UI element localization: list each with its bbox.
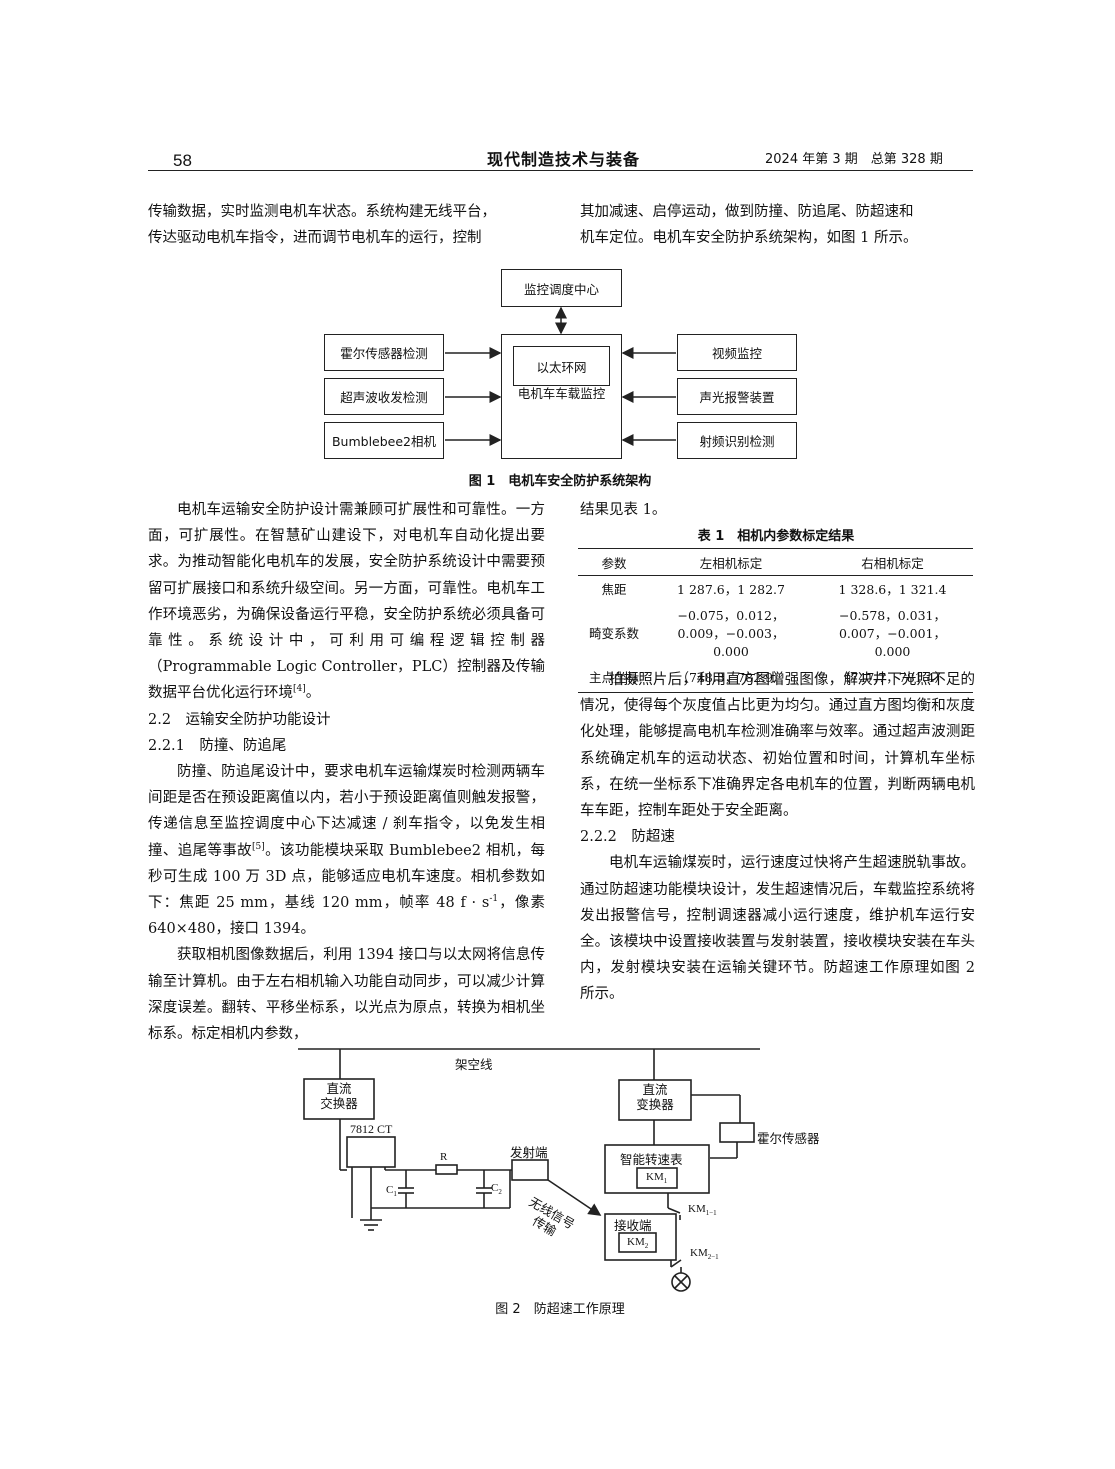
dc-converter-right: 直流 变换器	[636, 1082, 674, 1112]
km1-label: KM1	[646, 1171, 667, 1185]
subsection-heading: 2.2.1 防撞、防追尾	[148, 737, 287, 754]
ethernet-ring-box: 以太环网	[513, 346, 610, 386]
paragraph: 电机车运输安全防护设计需兼顾可扩展性和可靠性。一方面，可扩展性。在智慧矿山建设下…	[148, 497, 545, 707]
table-cell: −0.075，0.012，0.009，−0.003，0.000	[677, 608, 785, 659]
text-line: 传输数据，实时监测电机车状态。系统构建无线平台，	[148, 204, 496, 220]
paragraph: 电机车运输煤炭时，运行速度过快将产生超速脱轨事故。通过防超速功能模块设计，发生超…	[580, 855, 975, 1003]
figure-2-caption: 图 2 防超速工作原理	[495, 1302, 625, 1317]
table-cell: 畸变系数	[588, 626, 639, 641]
table-row: 畸变系数 −0.075，0.012，0.009，−0.003，0.000 −0.…	[578, 604, 973, 664]
paragraph-text: 。	[305, 685, 321, 702]
km21-label: KM2−1	[690, 1247, 719, 1261]
onboard-monitor-label: 电机车车载监控	[517, 386, 606, 401]
rfid-box: 射频识别检测	[677, 422, 797, 459]
paragraph: 拍摄照片后，利用直方图增强图像，解决井下光照不足的情况，使得每个灰度值占比更为均…	[580, 672, 975, 820]
dc-converter-left: 直流 交换器	[320, 1081, 358, 1111]
table-header: 参数	[578, 548, 650, 576]
km2-text: KM	[627, 1236, 645, 1248]
paragraph: 获取相机图像数据后，利用 1394 接口与以太网将信息传输至计算机。由于左右相机…	[148, 947, 545, 1043]
alarm-box: 声光报警装置	[677, 378, 797, 415]
c2-text: C	[491, 1182, 499, 1194]
camera-box: Bumblebee2相机	[324, 422, 444, 459]
text-line: 其加减速、启停运动，做到防撞、防追尾、防超速和	[580, 204, 914, 220]
text-line: 传达驱动电机车指令，进而调节电机车的运行，控制	[148, 230, 482, 247]
overhead-line-label: 架空线	[455, 1057, 493, 1072]
hall-sensor-box: 霍尔传感器检测	[324, 334, 444, 371]
km2-label: KM2	[627, 1236, 648, 1250]
km11-label: KM1−1	[688, 1203, 717, 1217]
table-cell: 主点坐标	[578, 664, 650, 693]
table-cell: 1 287.6，1 282.7	[677, 582, 785, 597]
transmitter-label: 发射端	[510, 1145, 548, 1160]
table-1: 表 1 相机内参数标定结果 参数 左相机标定 右相机标定 焦距 1 287.6，…	[578, 525, 974, 693]
top-left-text: 传输数据，实时监测电机车状态。系统构建无线平台， 传达驱动电机车指令，进而调节电…	[148, 199, 545, 251]
table-cell: 焦距	[601, 582, 627, 597]
header-rule	[148, 170, 973, 171]
capacitor-c1-label: C1	[386, 1184, 397, 1198]
issue-info: 2024 年第 3 期 总第 328 期	[765, 152, 943, 167]
table-row: 焦距 1 287.6，1 282.7 1 328.6，1 321.4	[578, 576, 973, 605]
citation: [5]	[252, 841, 265, 852]
regulator-label: 7812 CT	[350, 1122, 393, 1136]
receiver-label: 接收端	[614, 1218, 652, 1233]
left-column: 电机车运输安全防护设计需兼顾可扩展性和可靠性。一方面，可扩展性。在智慧矿山建设下…	[148, 497, 545, 1047]
video-monitor-box: 视频监控	[677, 334, 797, 371]
km1-sub: 1	[663, 1177, 668, 1186]
c2-sub: 2	[498, 1188, 502, 1197]
c1-sub: 1	[393, 1190, 397, 1199]
km2-sub: 2	[644, 1242, 649, 1251]
section-heading: 2.2 运输安全防护功能设计	[148, 711, 331, 728]
km21-text: KM	[690, 1247, 708, 1259]
superscript: -1	[489, 894, 499, 905]
figure-2-schematic	[298, 1048, 760, 1292]
table-cell: 1 328.6，1 321.4	[838, 582, 947, 597]
km21-sub: 2−1	[707, 1253, 719, 1262]
table-cell: −0.578，0.031，0.007，−0.001，0.000	[838, 608, 947, 659]
table-row: 主点坐标 （748.3，782.9） （747.7，781.4）	[578, 664, 973, 693]
paragraph-text: ，像素 640×480，接口 1394。	[148, 895, 545, 938]
ultrasonic-box: 超声波收发检测	[324, 378, 444, 415]
km1-text: KM	[646, 1171, 664, 1183]
page-number: 58	[173, 151, 192, 170]
resistor-label: R	[440, 1151, 448, 1163]
km11-sub: 1−1	[705, 1209, 717, 1218]
tachometer-label: 智能转速表	[620, 1152, 683, 1167]
citation: [4]	[293, 684, 306, 695]
journal-title: 现代制造技术与装备	[487, 150, 641, 169]
capacitor-c2-label: C2	[491, 1182, 502, 1196]
monitoring-center-box: 监控调度中心	[501, 269, 622, 307]
right-column-top: 结果见表 1。	[580, 497, 975, 523]
paragraph-text: 。该功能模块采取 Bumblebee2 相机，每秒可生成 100 万 3D 点，…	[148, 842, 546, 912]
c1-text: C	[386, 1184, 394, 1196]
paragraph-text: 防撞、防追尾设计中，要求电机车运输煤炭时检测两辆车间距是否在预设距离值以内，若小…	[148, 764, 545, 859]
table-header: 右相机标定	[812, 548, 973, 576]
table-cell: （747.7，781.4）	[812, 664, 973, 693]
right-column-bottom: 拍摄照片后，利用直方图增强图像，解决井下光照不足的情况，使得每个灰度值占比更为均…	[580, 667, 975, 1008]
table-cell: （748.3，782.9）	[650, 664, 812, 693]
paragraph: 结果见表 1。	[580, 502, 667, 518]
table-1-grid: 参数 左相机标定 右相机标定 焦距 1 287.6，1 282.7 1 328.…	[578, 548, 973, 693]
top-right-text: 其加减速、启停运动，做到防撞、防追尾、防超速和 机车定位。电机车安全防护系统架构…	[580, 199, 975, 251]
figure-1-caption: 图 1 电机车安全防护系统架构	[468, 474, 652, 489]
hall-sensor-label: 霍尔传感器	[757, 1131, 820, 1146]
subsection-heading: 2.2.2 防超速	[580, 829, 675, 846]
paragraph-text: 电机车运输安全防护设计需兼顾可扩展性和可靠性。一方面，可扩展性。在智慧矿山建设下…	[148, 502, 545, 702]
text-line: 机车定位。电机车安全防护系统架构，如图 1 所示。	[580, 230, 918, 247]
paragraph: 防撞、防追尾设计中，要求电机车运输煤炭时检测两辆车间距是否在预设距离值以内，若小…	[148, 759, 545, 942]
figure-1-connectors	[445, 306, 676, 446]
km11-text: KM	[688, 1203, 706, 1215]
table-header-row: 参数 左相机标定 右相机标定	[578, 548, 973, 576]
table-header: 左相机标定	[650, 548, 812, 576]
table-1-caption: 表 1 相机内参数标定结果	[697, 529, 855, 544]
